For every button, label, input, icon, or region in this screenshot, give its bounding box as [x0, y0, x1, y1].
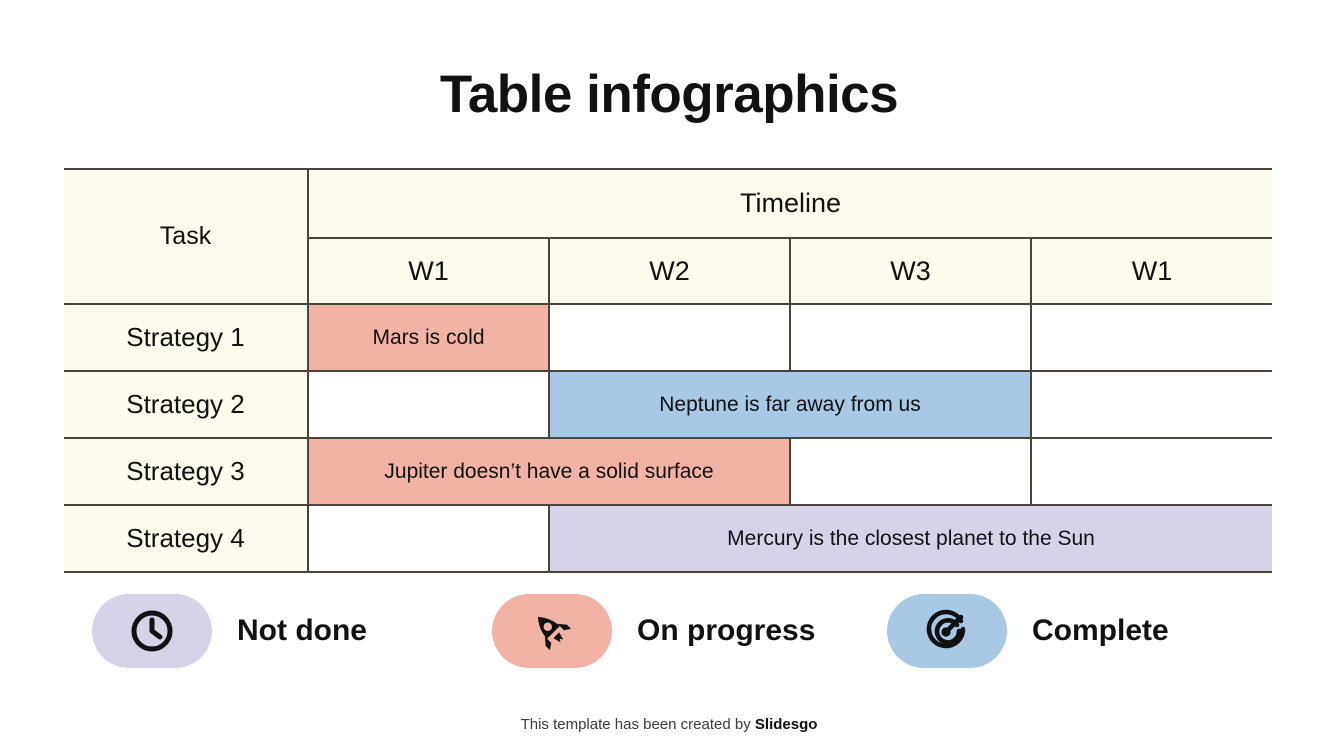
legend-label-not-done: Not done [237, 614, 367, 647]
table-row: Strategy 1 Mars is cold [64, 303, 1272, 372]
legend-badge-complete [887, 594, 1007, 668]
page-title: Table infographics [439, 65, 899, 124]
empty-cell[interactable] [548, 303, 791, 372]
empty-cell[interactable] [1030, 303, 1272, 372]
legend-item-on-progress[interactable]: On progress [492, 594, 887, 668]
empty-cell[interactable] [307, 370, 550, 439]
legend-badge-on-progress [492, 594, 612, 668]
empty-cell[interactable] [789, 437, 1032, 506]
table-row: Strategy 4 Mercury is the closest planet… [64, 504, 1272, 573]
bar-strategy-4[interactable]: Mercury is the closest planet to the Sun [548, 504, 1272, 573]
legend: Not done On progress [92, 594, 1246, 668]
footer-credit: This template has been created by Slides… [0, 716, 1338, 733]
row-label-strategy-1: Strategy 1 [64, 303, 309, 372]
empty-cell[interactable] [307, 504, 550, 573]
legend-badge-not-done [92, 594, 212, 668]
clock-icon [131, 610, 173, 652]
table-row: Strategy 3 Jupiter doesn’t have a solid … [64, 437, 1272, 506]
table-header-row-timeline: Task Timeline [64, 168, 1272, 305]
header-week-1: W1 [308, 237, 550, 305]
header-week-2: W2 [548, 237, 791, 305]
header-week-4: W1 [1030, 237, 1272, 305]
row-label-strategy-3: Strategy 3 [64, 437, 309, 506]
timeline-table: Task Timeline W1 W2 W3 W1 Strategy 1 Mar… [64, 168, 1272, 573]
target-icon [926, 609, 966, 649]
legend-item-complete[interactable]: Complete [887, 594, 1227, 668]
row-label-strategy-4: Strategy 4 [64, 504, 309, 573]
footer-text: This template has been created by [520, 716, 755, 733]
table-header-row-weeks: W1 W2 W3 W1 [64, 237, 1272, 305]
legend-label-complete: Complete [1032, 614, 1169, 647]
footer-brand[interactable]: Slidesgo [754, 716, 818, 733]
legend-item-not-done[interactable]: Not done [92, 594, 492, 668]
row-label-strategy-2: Strategy 2 [64, 370, 309, 439]
empty-cell[interactable] [1030, 437, 1272, 506]
header-task: Task [64, 168, 309, 305]
legend-label-on-progress: On progress [637, 614, 816, 647]
bar-strategy-1[interactable]: Mars is cold [307, 303, 550, 372]
bar-strategy-2[interactable]: Neptune is far away from us [548, 370, 1032, 439]
header-week-3: W3 [789, 237, 1032, 305]
rocket-icon [537, 616, 572, 651]
table-infographic: Task Timeline W1 W2 W3 W1 Strategy 1 Mar… [64, 168, 1272, 573]
empty-cell[interactable] [789, 303, 1032, 372]
header-timeline: Timeline [307, 168, 1272, 239]
table-row: Strategy 2 Neptune is far away from us [64, 370, 1272, 439]
empty-cell[interactable] [1030, 370, 1272, 439]
bar-strategy-3[interactable]: Jupiter doesn’t have a solid surface [307, 437, 791, 506]
